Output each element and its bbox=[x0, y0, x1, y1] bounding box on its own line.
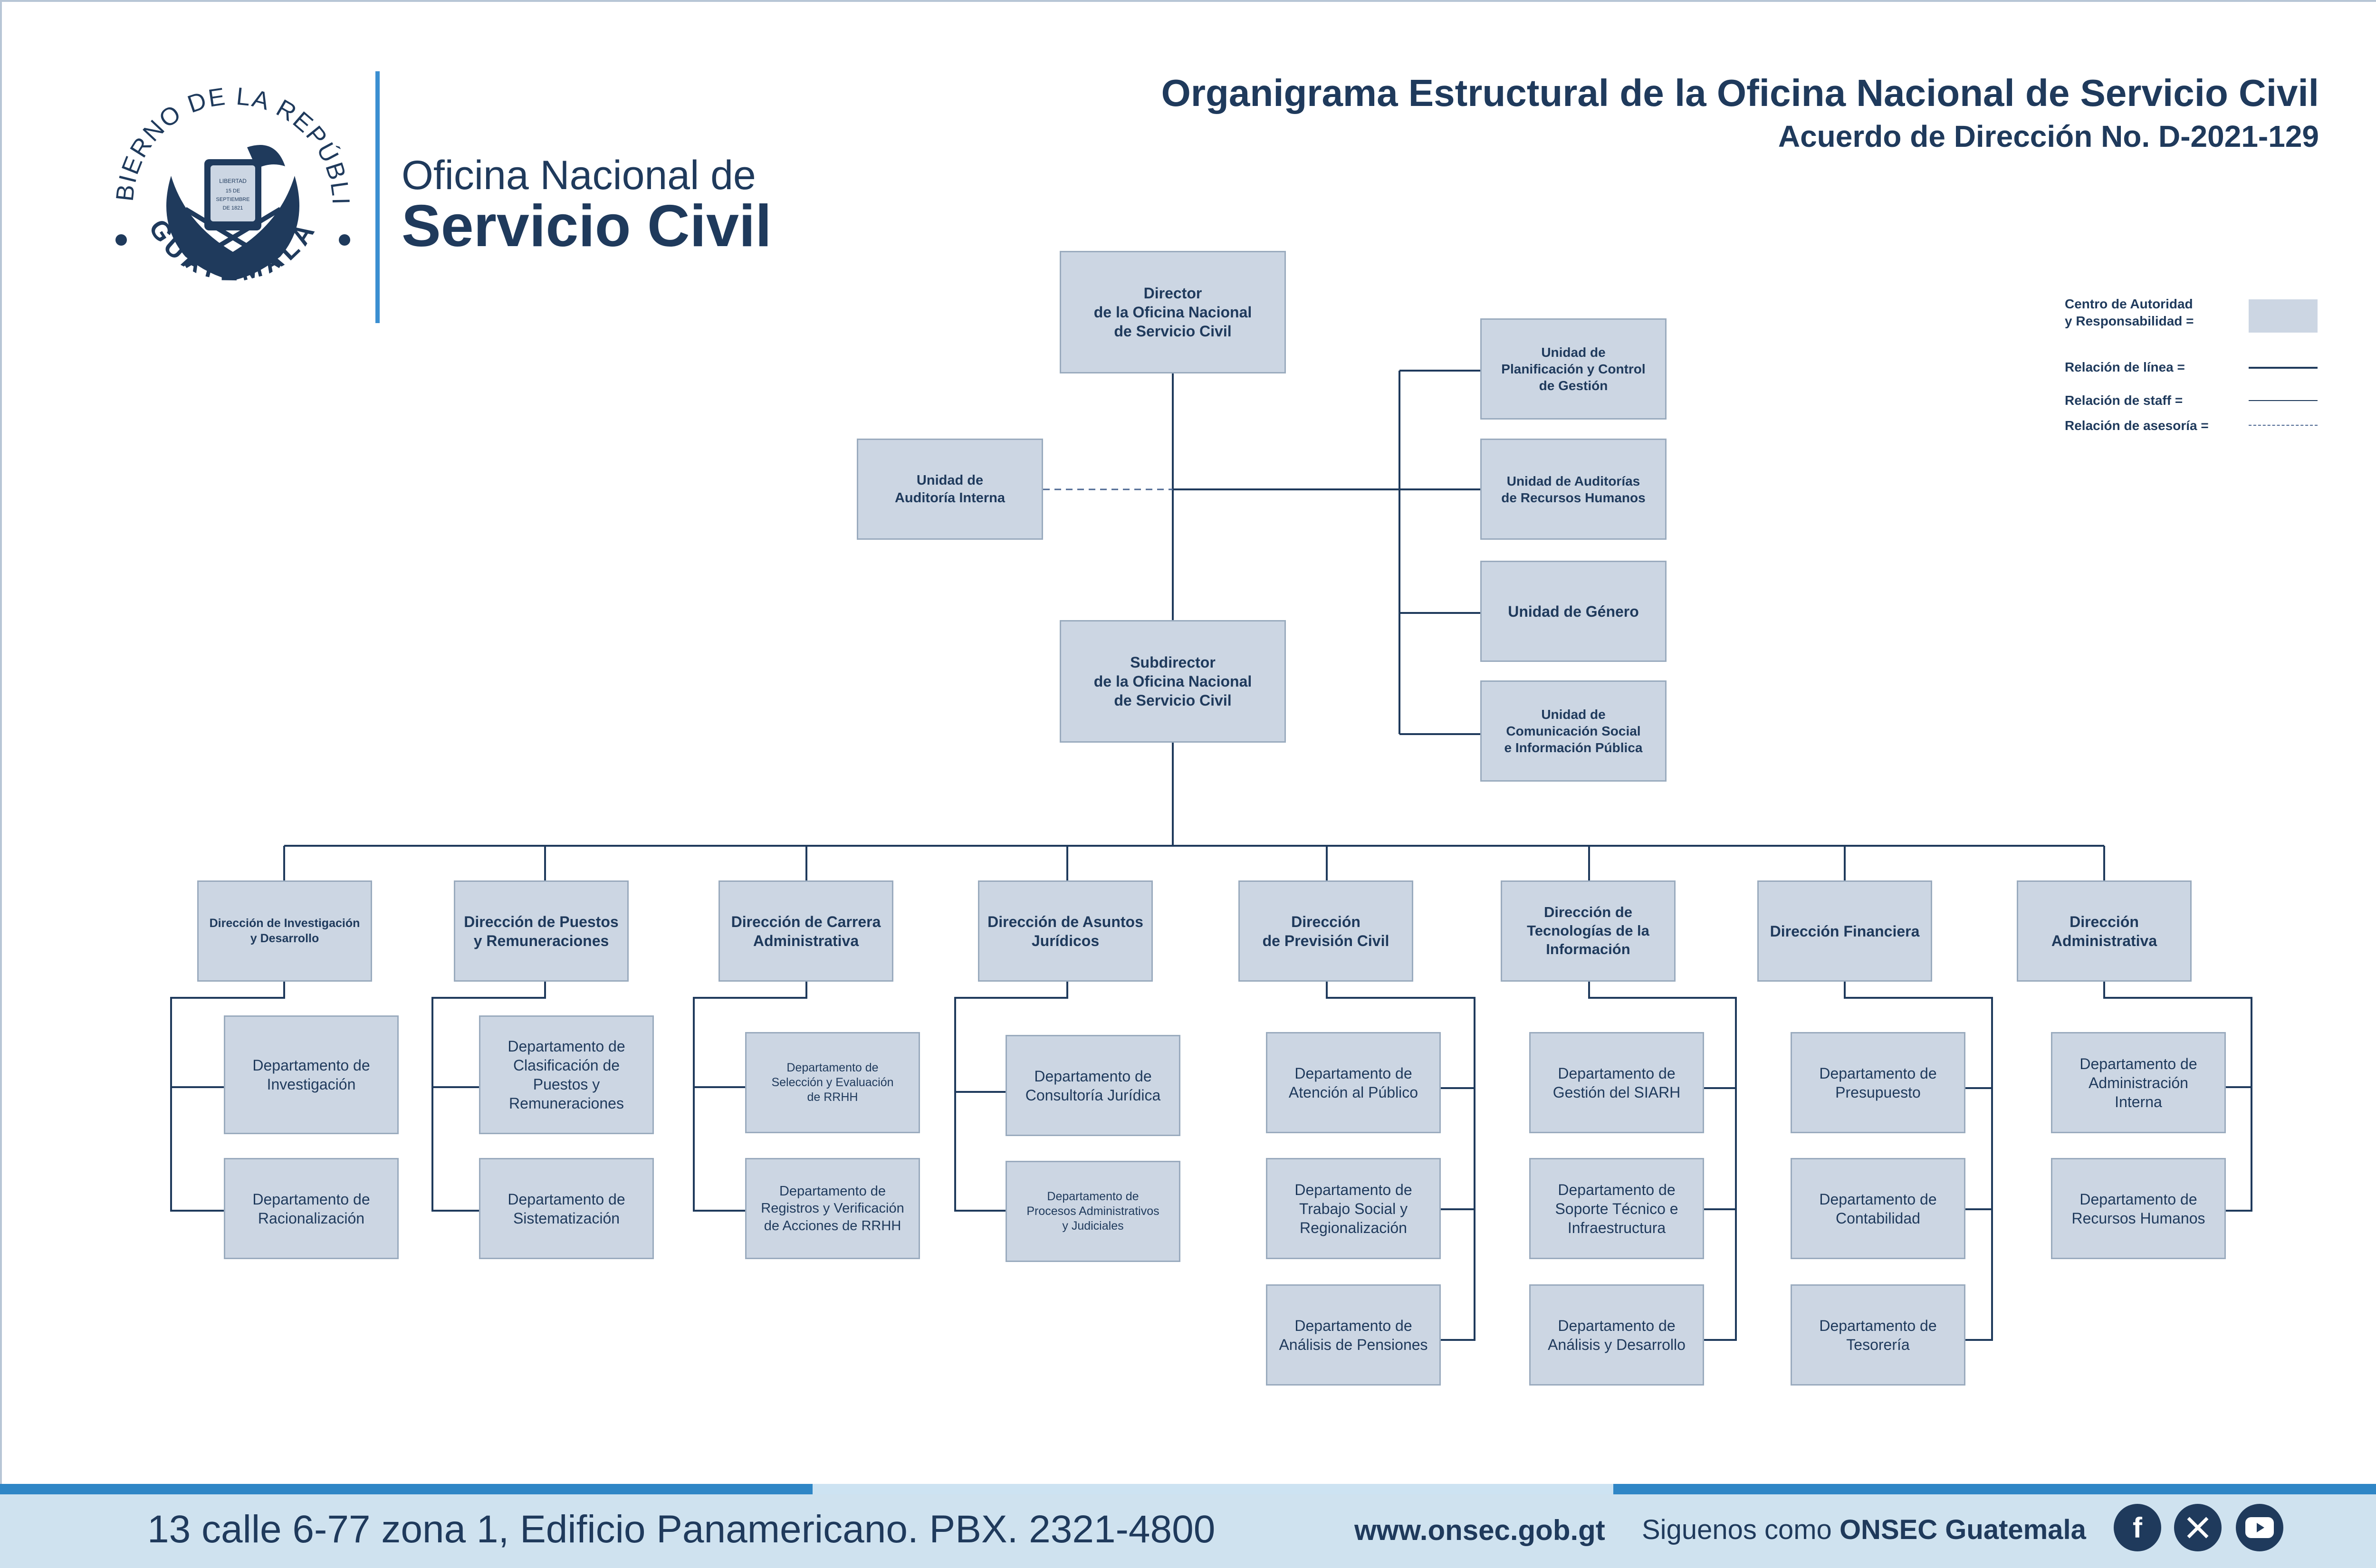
facebook-icon[interactable]: f bbox=[2114, 1504, 2161, 1551]
org-chart-connectors bbox=[170, 370, 2252, 1341]
box-depto-registros: Departamento de Registros y Verificación… bbox=[745, 1158, 920, 1259]
connector-depts-4 bbox=[954, 981, 1068, 1212]
footer-stripe-highlight bbox=[813, 1484, 1613, 1494]
box-direccion-administrativa: Dirección Administrativa bbox=[2017, 880, 2192, 982]
box-depto-procesos: Departamento de Procesos Administrativos… bbox=[1006, 1161, 1180, 1262]
coat-of-arms-emblem: LIBERTAD 15 DE SEPTIEMBRE DE 1821 bbox=[166, 145, 299, 280]
brand-name-line2: Servicio Civil bbox=[402, 193, 772, 259]
connector-depts-6 bbox=[1588, 981, 1737, 1341]
legend-line-sample bbox=[2249, 367, 2318, 369]
page-title: Organigrama Estructural de la Oficina Na… bbox=[1161, 72, 2319, 114]
box-depto-tesoreria: Departamento de Tesorería bbox=[1791, 1284, 1965, 1386]
box-depto-recursos-humanos: Departamento de Recursos Humanos bbox=[2051, 1158, 2226, 1259]
box-depto-soporte: Departamento de Soporte Técnico e Infrae… bbox=[1529, 1158, 1704, 1259]
legend-authority-label: Centro de Autoridad y Responsabilidad = bbox=[2065, 296, 2194, 329]
svg-text:15 DE: 15 DE bbox=[226, 188, 240, 194]
svg-text:LIBERTAD: LIBERTAD bbox=[219, 178, 247, 184]
box-depto-racionalizacion: Departamento de Racionalización bbox=[224, 1158, 399, 1259]
box-direccion-financiera: Dirección Financiera bbox=[1757, 880, 1932, 982]
x-icon[interactable] bbox=[2174, 1504, 2222, 1551]
coat-of-arms-seal: GOBIERNO DE LA REPÚBLICA GUATEMALA LIBER… bbox=[100, 67, 353, 287]
legend-advisory-label: Relación de asesoría = bbox=[2065, 418, 2209, 433]
box-depto-seleccion: Departamento de Selección y Evaluación d… bbox=[745, 1032, 920, 1133]
brand-name-line1: Oficina Nacional de bbox=[402, 153, 756, 198]
box-depto-consultoria: Departamento de Consultoría Jurídica bbox=[1006, 1035, 1180, 1136]
box-unidad-genero: Unidad de Género bbox=[1480, 561, 1667, 662]
legend-staff-sample bbox=[2249, 400, 2318, 401]
footer bbox=[0, 1494, 2376, 1568]
box-depto-sistematizacion: Departamento de Sistematización bbox=[479, 1158, 654, 1259]
seal-dot-right bbox=[339, 234, 350, 246]
box-auditoria-interna: Unidad de Auditoría Interna bbox=[857, 439, 1043, 540]
box-depto-atencion: Departamento de Atención al Público bbox=[1266, 1032, 1441, 1133]
legend-staff-label: Relación de staff = bbox=[2065, 393, 2183, 408]
box-depto-trabajo-social: Departamento de Trabajo Social y Regiona… bbox=[1266, 1158, 1441, 1259]
box-director: Director de la Oficina Nacional de Servi… bbox=[1060, 251, 1286, 373]
legend-authority-swatch bbox=[2249, 299, 2318, 333]
connector-depts-8 bbox=[2103, 981, 2252, 1212]
connector-depts-1 bbox=[170, 981, 285, 1212]
svg-text:DE 1821: DE 1821 bbox=[223, 205, 243, 211]
box-depto-clasificacion: Departamento de Clasificación de Puestos… bbox=[479, 1015, 654, 1134]
legend-advisory-sample bbox=[2249, 425, 2318, 426]
connector-depts-7 bbox=[1844, 981, 1993, 1341]
box-depto-administracion-interna: Departamento de Administración Interna bbox=[2051, 1032, 2226, 1133]
page-subtitle: Acuerdo de Dirección No. D-2021-129 bbox=[1778, 119, 2319, 153]
box-direccion-investigacion: Dirección de Investigación y Desarrollo bbox=[197, 880, 372, 982]
connector-depts-5 bbox=[1326, 981, 1475, 1341]
svg-text:SEPTIEMBRE: SEPTIEMBRE bbox=[216, 197, 250, 202]
box-subdirector: Subdirector de la Oficina Nacional de Se… bbox=[1060, 620, 1286, 743]
box-depto-presupuesto: Departamento de Presupuesto bbox=[1791, 1032, 1965, 1133]
brand-divider bbox=[375, 71, 380, 323]
box-direccion-tecnologias: Dirección de Tecnologías de la Informaci… bbox=[1501, 880, 1676, 982]
footer-website-link[interactable]: www.onsec.gob.gt bbox=[1354, 1514, 1605, 1546]
box-unidad-comunicacion: Unidad de Comunicación Social e Informac… bbox=[1480, 680, 1667, 782]
box-depto-siarh: Departamento de Gestión del SIARH bbox=[1529, 1032, 1704, 1133]
connector-depts-3 bbox=[693, 981, 807, 1212]
footer-address: 13 calle 6-77 zona 1, Edificio Panameric… bbox=[147, 1508, 1216, 1551]
box-depto-analisis-desarrollo: Departamento de Análisis y Desarrollo bbox=[1529, 1284, 1704, 1386]
footer-follow-text: Siguenos como ONSEC Guatemala bbox=[1642, 1514, 2086, 1546]
box-depto-pensiones: Departamento de Análisis de Pensiones bbox=[1266, 1284, 1441, 1386]
box-depto-contabilidad: Departamento de Contabilidad bbox=[1791, 1158, 1965, 1259]
box-direccion-carrera: Dirección de Carrera Administrativa bbox=[719, 880, 893, 982]
youtube-icon[interactable] bbox=[2236, 1504, 2283, 1551]
box-direccion-juridicos: Dirección de Asuntos Jurídicos bbox=[978, 880, 1153, 982]
legend-line-label: Relación de línea = bbox=[2065, 360, 2185, 374]
seal-dot-left bbox=[115, 234, 127, 246]
box-unidad-planificacion: Unidad de Planificación y Control de Ges… bbox=[1480, 318, 1667, 420]
box-direccion-prevision: Dirección de Previsión Civil bbox=[1238, 880, 1413, 982]
box-direccion-puestos: Dirección de Puestos y Remuneraciones bbox=[454, 880, 629, 982]
footer-follow-prefix: Siguenos como bbox=[1642, 1514, 1832, 1545]
connector-depts-2 bbox=[431, 981, 546, 1212]
footer-follow-name: ONSEC Guatemala bbox=[1839, 1514, 2086, 1545]
box-depto-investigacion: Departamento de Investigación bbox=[224, 1015, 399, 1134]
box-unidad-auditorias-rrhh: Unidad de Auditorías de Recursos Humanos bbox=[1480, 439, 1667, 540]
